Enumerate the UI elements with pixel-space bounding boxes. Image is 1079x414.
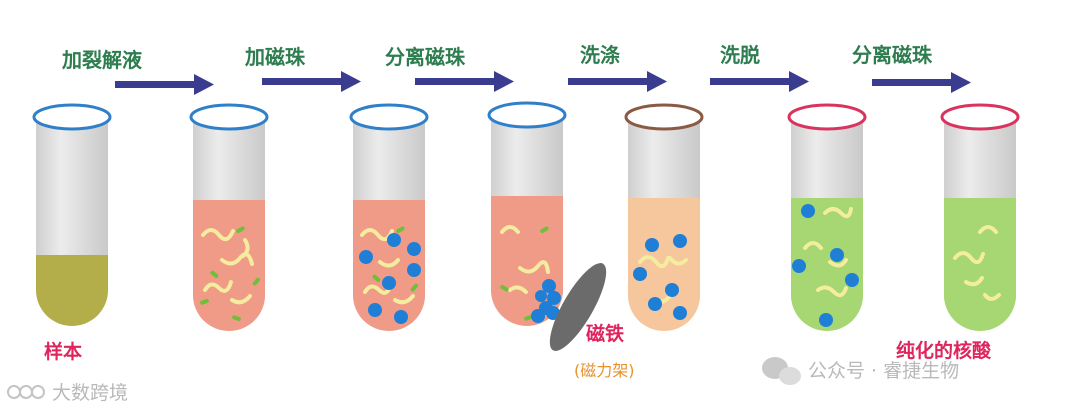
tube-wash: [624, 103, 704, 331]
label-sample: 样本: [44, 340, 82, 363]
magnet-shape: [549, 263, 607, 351]
step-label-elute: 洗脱: [720, 43, 760, 67]
watermark-right-text: 公众号 · 睿捷生物: [808, 360, 959, 382]
watermark-logo-icon: [7, 385, 45, 399]
step-label-separate-beads: 分离磁珠: [385, 45, 466, 69]
watermark-left: 大数跨境: [7, 382, 128, 404]
label-pure-nucleic-acid: 纯化的核酸: [896, 339, 992, 362]
tube-sample: [32, 103, 112, 326]
label-magnet-rack: (磁力架): [574, 361, 635, 380]
arrow-4: [568, 71, 667, 92]
tube-with-beads: [349, 103, 429, 331]
arrow-6: [872, 72, 971, 93]
step-label-lysis: 加裂解液: [61, 48, 143, 72]
tube-lysate: [189, 103, 269, 331]
label-magnet: 磁铁: [586, 322, 624, 345]
tube-purified-nucleic-acid: [940, 103, 1020, 331]
tube-elute: [787, 103, 867, 331]
watermark-right: 公众号 · 睿捷生物: [762, 357, 959, 385]
arrow-1: [115, 74, 214, 95]
arrow-3: [415, 71, 514, 92]
wechat-icon: [762, 357, 801, 385]
arrow-5: [710, 71, 809, 92]
tube-magnetic-separation: [487, 101, 607, 351]
bead-cluster: [531, 279, 561, 323]
step-label-add-beads: 加磁珠: [244, 45, 306, 69]
step-label-wash: 洗涤: [580, 43, 620, 67]
step-label-separate-beads-final: 分离磁珠: [852, 43, 933, 67]
magnetic-beads: [359, 233, 421, 324]
arrow-2: [262, 71, 361, 92]
nucleic-acid-strands: [201, 228, 254, 305]
cell-debris: [200, 226, 260, 322]
watermark-left-text: 大数跨境: [52, 382, 128, 404]
